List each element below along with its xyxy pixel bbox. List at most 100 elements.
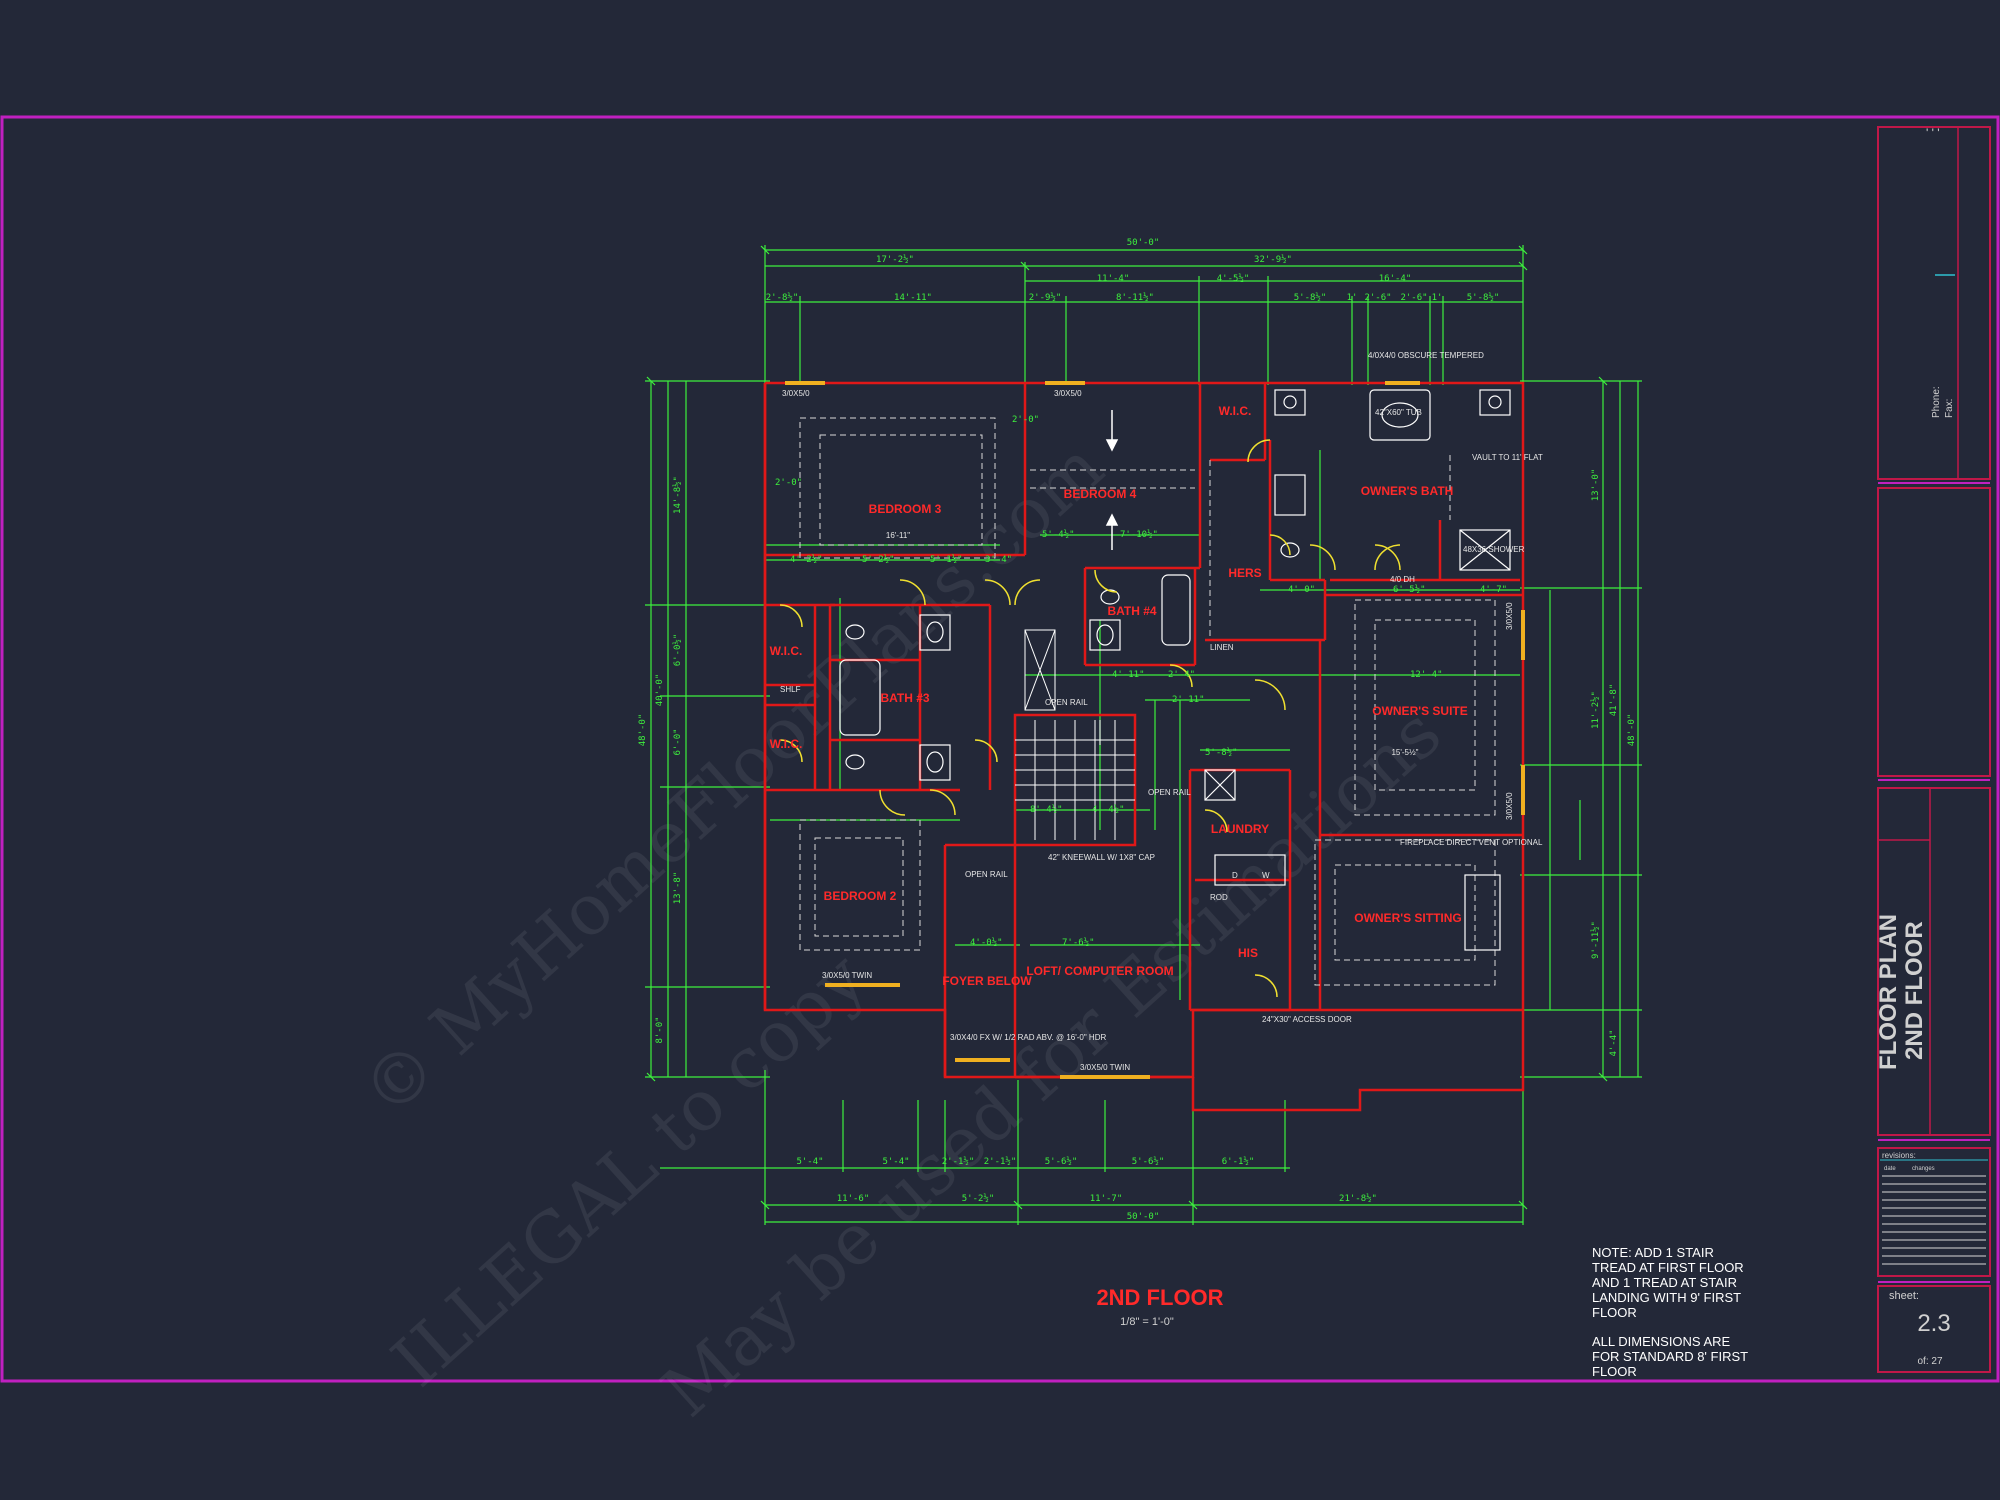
- dim-top-1b: 32'-9½": [1254, 254, 1292, 265]
- note-linen: LINEN: [1210, 643, 1234, 652]
- room-owners-sitting: OWNER'S SITTING: [1354, 911, 1462, 925]
- dim-bottom-2a: 5'-4": [796, 1157, 823, 1167]
- dim-bottom-2b: 5'-4": [882, 1157, 909, 1167]
- dim-bottom-2f: 5'-6½": [1132, 1156, 1165, 1167]
- dim-misc-2: 2'-0": [775, 478, 802, 488]
- dim-top-3i: 1': [1432, 293, 1443, 303]
- note-dh: 4/0 DH: [1390, 575, 1415, 584]
- note-window-right-2: 3/0X5/0: [1505, 792, 1514, 820]
- note-line-9: FLOOR: [1592, 1364, 1637, 1379]
- annotations: 3/0X5/0 3/0X5/0 3/0X5/0 TWIN 3/0X5/0 TWI…: [780, 351, 1543, 1072]
- dim-right-2: 13'-0": [1591, 469, 1601, 502]
- dim-top-2b: 4'-5½": [1217, 273, 1250, 284]
- dim-misc-5: 5'-1½": [930, 554, 963, 565]
- note-washer: W: [1262, 871, 1270, 880]
- note-shelf: SHLF: [780, 685, 801, 694]
- dim-left-2: 14'-8½": [672, 476, 683, 514]
- dimension-ticks: [646, 245, 1608, 1210]
- revisions-changes: changes: [1912, 1166, 1935, 1172]
- note-open-rail-1: OPEN RAIL: [1045, 698, 1088, 707]
- sheet-number: 2.3: [1917, 1310, 1950, 1337]
- note-line-5: FLOOR: [1592, 1305, 1637, 1320]
- note-line-4: LANDING WITH 9' FIRST: [1592, 1290, 1741, 1305]
- dim-bottom-overall: 50'-0": [1127, 1212, 1160, 1222]
- dim-right-5: 4'-4": [1609, 1029, 1619, 1056]
- dim-top-2c: 16'-4": [1379, 274, 1412, 284]
- note-dryer: D: [1232, 871, 1238, 880]
- dim-bottom-2e: 5'-6½": [1045, 1156, 1078, 1167]
- dim-bottom-1d: 21'-8½": [1339, 1193, 1377, 1204]
- sheet-title-line-2: 2ND FLOOR: [1901, 921, 1928, 1060]
- title-block-marks: ' ' ': [1926, 126, 1940, 140]
- dim-left-3: 6'-0½": [672, 634, 683, 667]
- room-loft: LOFT/ COMPUTER ROOM: [1026, 964, 1173, 978]
- note-window-top-left: 3/0X5/0: [782, 389, 810, 398]
- room-wic-2: W.I.C.: [770, 737, 803, 751]
- dim-bottom-1b: 5'-2½": [962, 1193, 995, 1204]
- dim-top-3g: 2'-6": [1364, 293, 1391, 303]
- room-hers: HERS: [1228, 566, 1261, 580]
- note-rod: ROD: [1210, 893, 1228, 902]
- dim-misc-8: 7'-10½": [1120, 529, 1158, 540]
- ceiling-lines: [799, 417, 1496, 986]
- room-bedroom-4: BEDROOM 4: [1064, 487, 1137, 501]
- dim-misc-15: 6'-5½": [1393, 584, 1426, 595]
- dim-misc-17: 8'-4½": [1030, 804, 1063, 815]
- room-bath-3: BATH #3: [880, 691, 929, 705]
- dim-top-3b: 14'-11": [894, 293, 932, 303]
- note-line-1: NOTE: ADD 1 STAIR: [1592, 1245, 1714, 1260]
- dim-top-2a: 11'-4": [1097, 274, 1130, 284]
- note-foyer-window: 3/0X4/0 FX W/ 1/2 RAD ABV. @ 16'-0" HDR: [950, 1033, 1106, 1042]
- note-line-7: ALL DIMENSIONS ARE: [1592, 1334, 1731, 1349]
- room-wic-3: W.I.C.: [1219, 404, 1252, 418]
- note-access-door: 24"X30" ACCESS DOOR: [1262, 1015, 1352, 1024]
- dim-misc-14: 4'-7": [1480, 585, 1507, 595]
- sheet-label: sheet:: [1889, 1290, 1919, 1302]
- dim-bottom-2d: 2'-1½": [984, 1156, 1017, 1167]
- dimension-lines: [645, 245, 1642, 1225]
- note-obscure: 4/0X4/0 OBSCURE TEMPERED: [1368, 351, 1484, 360]
- room-laundry: LAUNDRY: [1211, 822, 1269, 836]
- dim-left-6: 8'-0": [655, 1016, 665, 1043]
- room-his: HIS: [1238, 946, 1258, 960]
- dim-misc-19: 7'-6½": [1062, 937, 1095, 948]
- room-labels: BEDROOM 3 16'-11" BEDROOM 4 BATH #4 BATH…: [770, 404, 1468, 988]
- dim-misc-20: 4'-0½": [970, 937, 1003, 948]
- dim-right-3: 11'-2½": [1590, 691, 1601, 729]
- note-line-8: FOR STANDARD 8' FIRST: [1592, 1349, 1748, 1364]
- dimension-text: 50'-0" 17'-2½" 32'-9½" 11'-4" 4'-5½" 16'…: [638, 238, 1637, 1222]
- dim-top-overall: 50'-0": [1127, 238, 1160, 248]
- direction-arrows: [1105, 410, 1119, 550]
- drawing-title: 2ND FLOOR: [1096, 1285, 1223, 1310]
- dim-top-1a: 17'-2½": [876, 254, 914, 265]
- note-shower: 48X36 SHOWER: [1463, 545, 1525, 554]
- dim-left-4: 6'-0": [673, 728, 683, 755]
- dim-misc-13: 4'-0": [1288, 585, 1315, 595]
- sheet-of: of: 27: [1917, 1356, 1942, 1367]
- dim-left-overall: 48'-0": [638, 714, 648, 747]
- revisions-label: revisions:: [1882, 1151, 1916, 1160]
- general-notes: NOTE: ADD 1 STAIR TREAD AT FIRST FLOOR A…: [1592, 1245, 1748, 1379]
- stair-treads: [1015, 629, 1135, 840]
- dim-misc-1: 2'-0": [1012, 415, 1039, 425]
- dim-bottom-1a: 11'-6": [837, 1194, 870, 1204]
- dim-misc-16: 5'-8½": [1205, 747, 1238, 758]
- room-bedroom-3-dim: 16'-11": [886, 531, 910, 540]
- note-line-3: AND 1 TREAD AT STAIR: [1592, 1275, 1737, 1290]
- note-fireplace: FIREPLACE DIRECT VENT OPTIONAL: [1400, 838, 1543, 847]
- windows: [785, 381, 1525, 1079]
- dim-bottom-1c: 11'-7": [1090, 1194, 1123, 1204]
- room-owners-suite: OWNER'S SUITE: [1372, 704, 1468, 718]
- plumbing-fixtures: [839, 389, 1511, 951]
- room-bath-4: BATH #4: [1107, 604, 1156, 618]
- drawing-title-group: 2ND FLOOR 1/8" = 1'-0": [1096, 1285, 1223, 1328]
- dim-top-3j: 5'-8½": [1467, 292, 1500, 303]
- dim-misc-18: 4'-4½": [1092, 804, 1125, 815]
- dim-misc-6: 3'-4": [985, 555, 1012, 565]
- note-window-right-1: 3/0X5/0: [1505, 602, 1514, 630]
- dim-top-3d: 8'-11½": [1116, 292, 1154, 303]
- room-wic-1: W.I.C.: [770, 644, 803, 658]
- phone-label: Phone:: [1931, 386, 1942, 418]
